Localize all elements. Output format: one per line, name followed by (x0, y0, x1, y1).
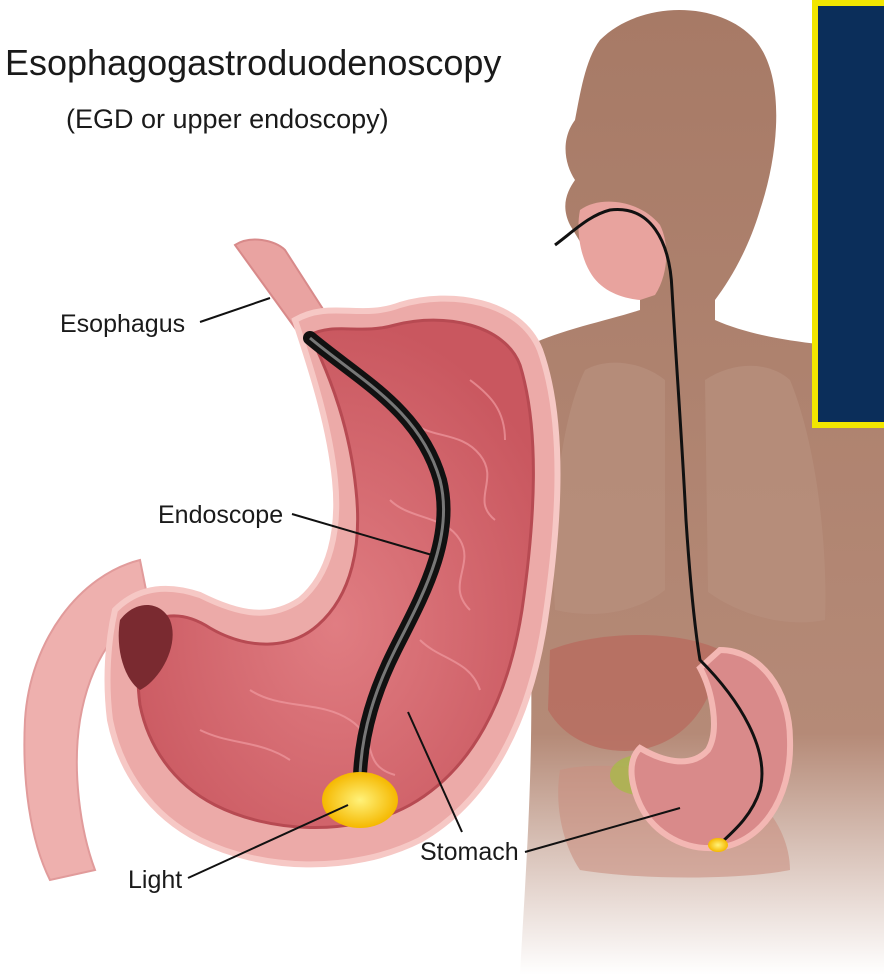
label-endoscope: Endoscope (158, 501, 283, 529)
leader-esophagus (200, 298, 270, 322)
small-light (708, 838, 728, 852)
label-esophagus: Esophagus (60, 310, 185, 338)
diagram-title: Esophagogastroduodenoscopy (5, 42, 501, 83)
label-stomach: Stomach (420, 838, 519, 866)
blue-info-panel (812, 0, 884, 428)
label-light: Light (128, 866, 182, 894)
endoscope-light (322, 772, 398, 828)
diagram-subtitle: (EGD or upper endoscopy) (66, 104, 389, 134)
